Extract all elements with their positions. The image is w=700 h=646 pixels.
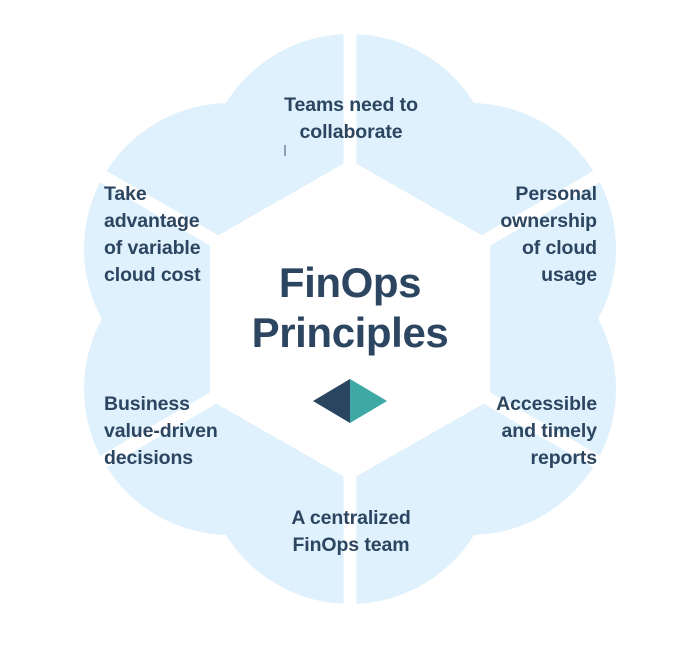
petal-label-business-value-driven-decisions: Business value-driven decisions [104,393,218,469]
petal-label-teams-need-to-collaborate: Teams need to collaborate [284,94,418,143]
scan-artifact-mark [284,145,286,156]
petal-label-a-centralized-finops-team: A centralized FinOps team [291,507,411,556]
center-hub: FinOps Principles [210,258,490,425]
petal-label-accessible-and-timely-reports: Accessible and timely reports [496,393,597,469]
center-title: FinOps Principles [251,259,449,356]
center-hexagon [210,160,490,480]
petal-label-personal-ownership-of-cloud-usage: Personal ownership of cloud usage [500,183,597,286]
finops-diamond-logo-icon [313,379,387,424]
petal-label-take-advantage-of-variable-cloud-cost: Take advantage of variable cloud cost [104,183,201,286]
